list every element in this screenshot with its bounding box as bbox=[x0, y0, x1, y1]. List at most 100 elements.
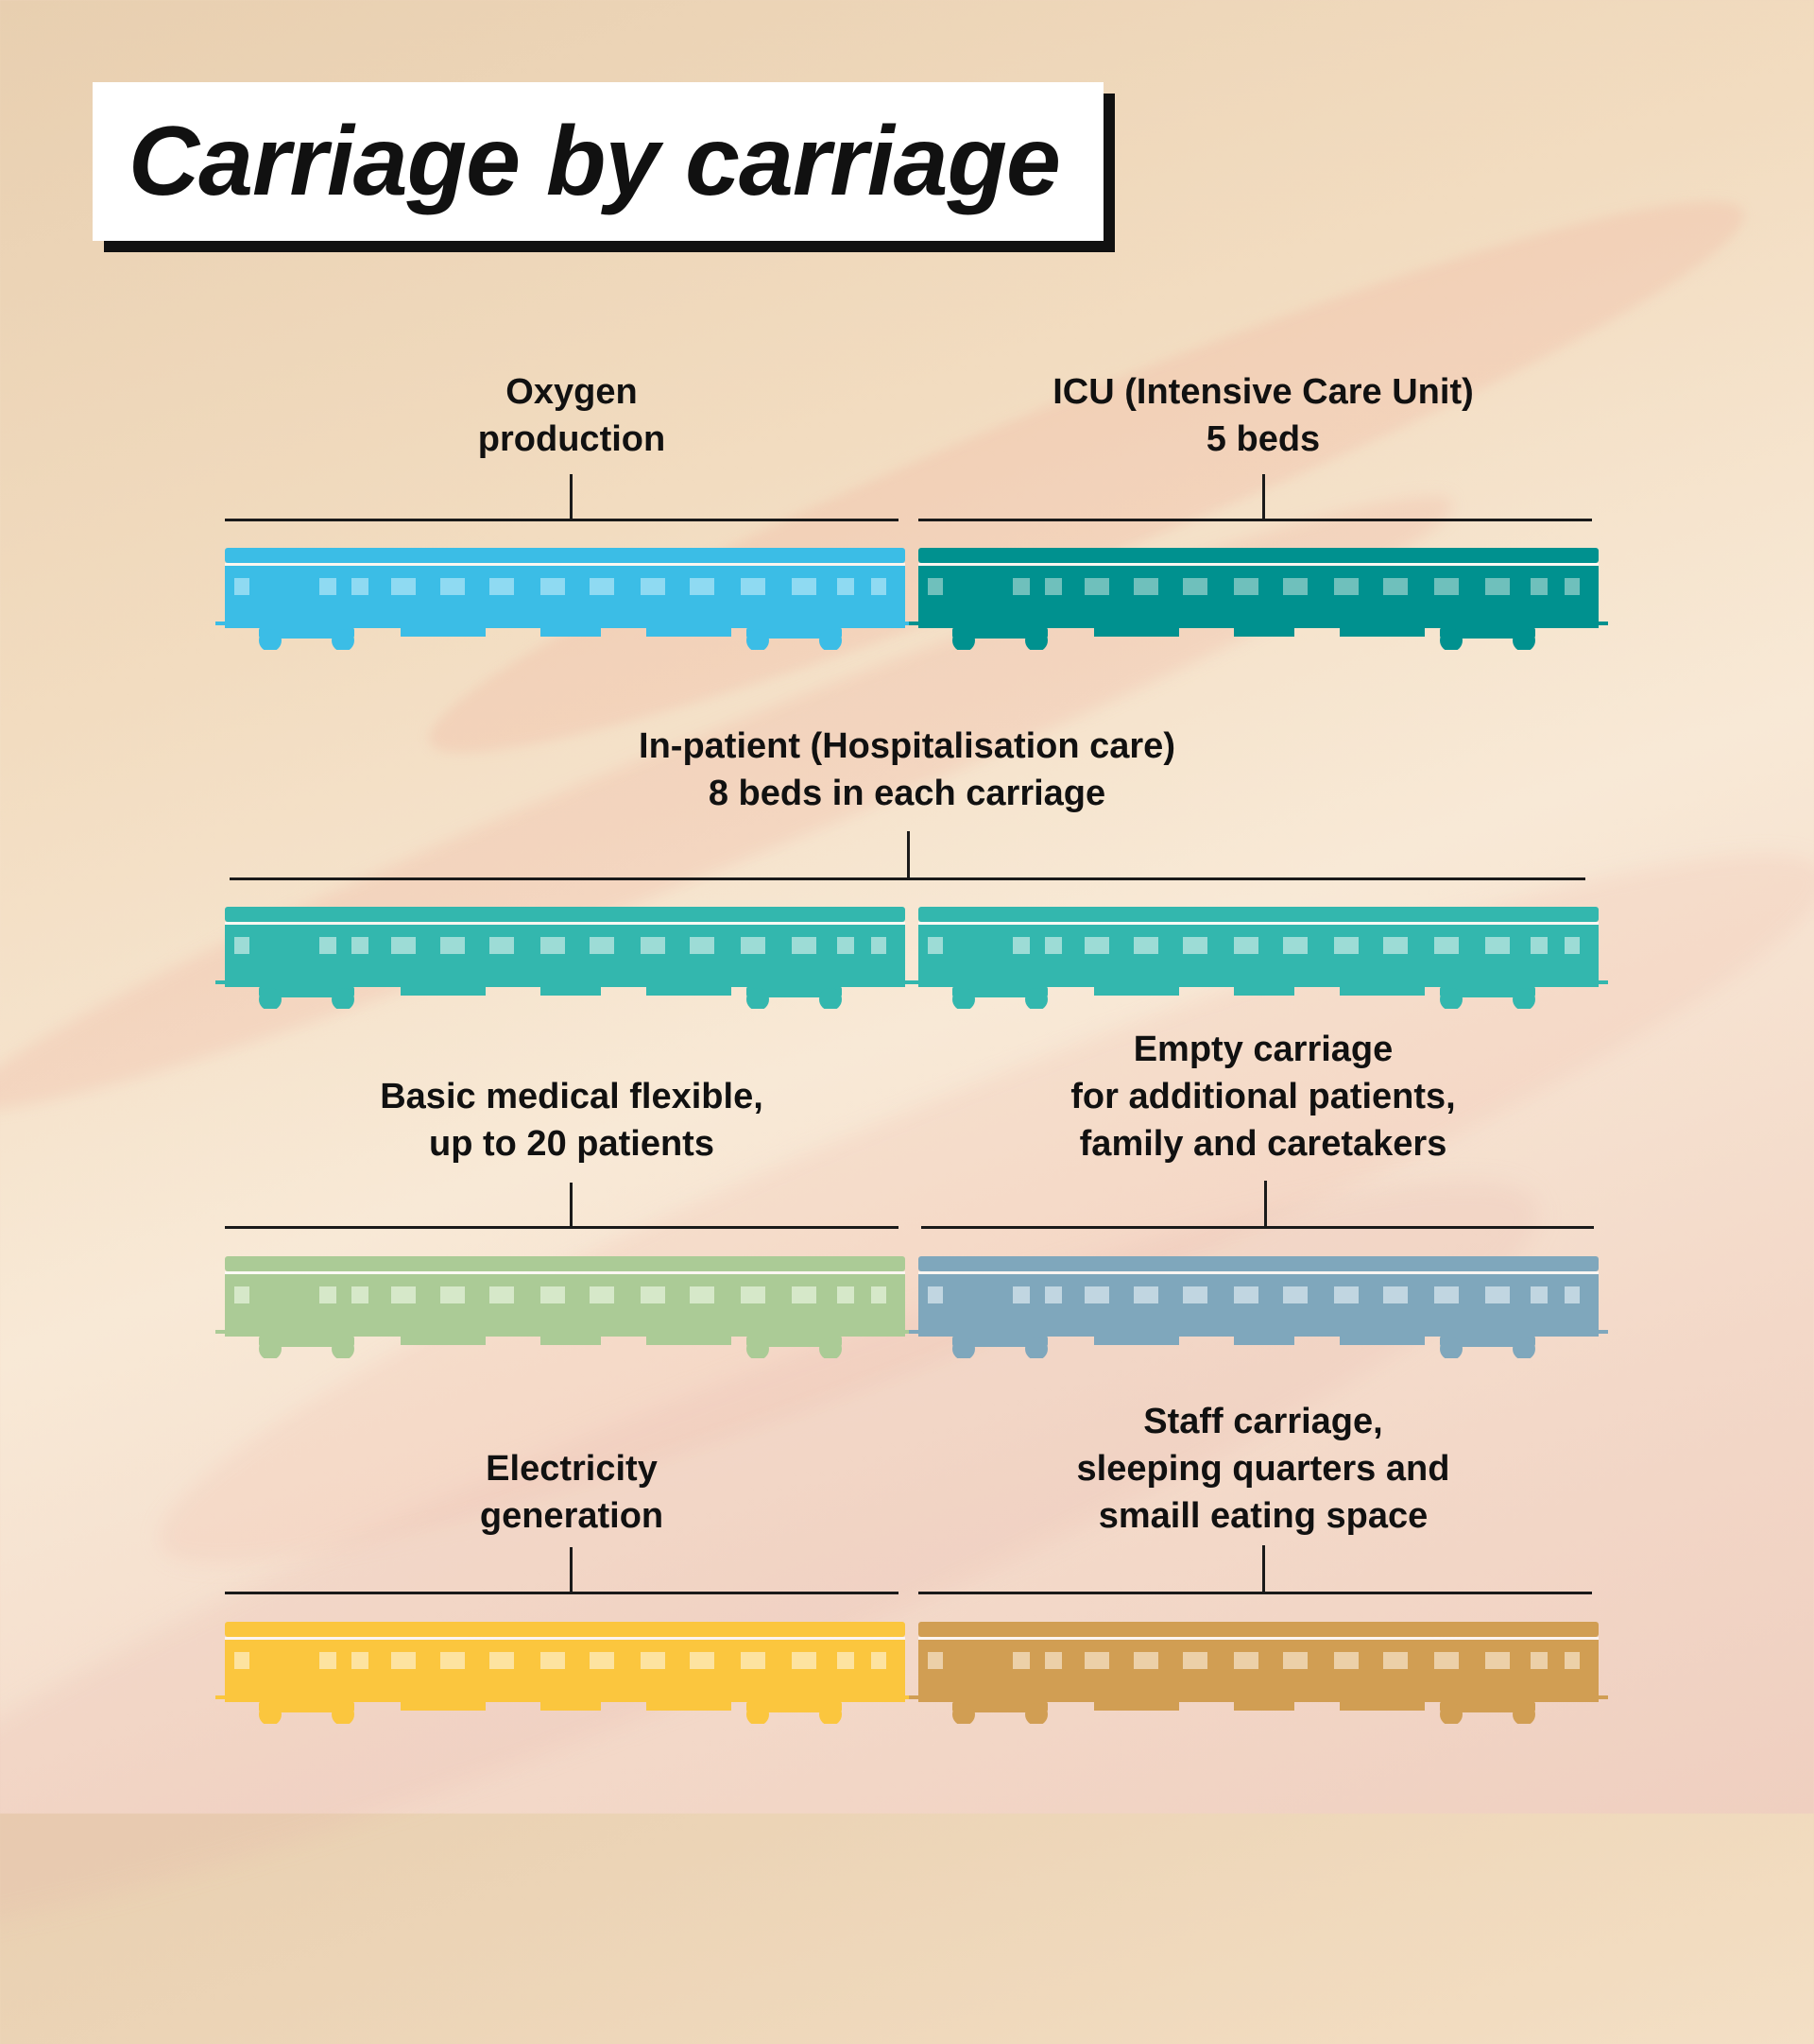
carriage-window bbox=[741, 1286, 765, 1303]
bogie-frame bbox=[746, 627, 842, 639]
carriage-window bbox=[1383, 1652, 1408, 1669]
carriage-window bbox=[1134, 1286, 1158, 1303]
carriage-window bbox=[690, 937, 714, 954]
label-line: family and caretakers bbox=[1079, 1124, 1447, 1164]
carriage-window bbox=[1283, 578, 1308, 595]
carriage-window bbox=[540, 1286, 565, 1303]
tick-oxygen bbox=[570, 474, 573, 520]
coupler bbox=[899, 1695, 915, 1699]
underframe-skirt bbox=[1234, 1336, 1294, 1345]
carriage-body bbox=[225, 566, 905, 628]
coupler bbox=[215, 1330, 231, 1334]
carriage-window bbox=[540, 937, 565, 954]
carriage-stripe bbox=[918, 1637, 1599, 1640]
carriage-window bbox=[1485, 1652, 1510, 1669]
carriage-window bbox=[1045, 1652, 1062, 1669]
wheel bbox=[1025, 1337, 1048, 1358]
wheel bbox=[1513, 1703, 1535, 1724]
label-line: 5 beds bbox=[1206, 419, 1321, 459]
carriage-window bbox=[1183, 578, 1207, 595]
carriage-window bbox=[234, 1652, 249, 1669]
carriage-window bbox=[540, 1652, 565, 1669]
carriage-window bbox=[1045, 578, 1062, 595]
carriage-window bbox=[690, 1652, 714, 1669]
wheel bbox=[1440, 629, 1463, 650]
carriage-window bbox=[489, 578, 514, 595]
carriage-window bbox=[792, 1652, 816, 1669]
carriage-window bbox=[928, 937, 943, 954]
label-line: smaill eating space bbox=[1098, 1496, 1429, 1536]
carriage-window bbox=[590, 1652, 614, 1669]
coupler bbox=[909, 980, 924, 984]
bracket-oxygen bbox=[225, 519, 898, 521]
carriage-window bbox=[489, 1652, 514, 1669]
carriage-window bbox=[440, 578, 465, 595]
wheel bbox=[1025, 629, 1048, 650]
carriage-window bbox=[351, 1652, 368, 1669]
underframe-skirt bbox=[401, 1336, 486, 1345]
carriage-stripe bbox=[225, 563, 905, 566]
carriage-window bbox=[1383, 578, 1408, 595]
carriage-window bbox=[1234, 1652, 1258, 1669]
title-box: Carriage by carriage bbox=[93, 82, 1104, 241]
bogie-frame bbox=[746, 1336, 842, 1347]
carriage-window bbox=[1531, 1652, 1548, 1669]
bogie-frame bbox=[952, 1701, 1048, 1712]
carriage-roof bbox=[225, 1256, 905, 1271]
underframe-skirt bbox=[540, 986, 601, 996]
carriage-window bbox=[391, 1652, 416, 1669]
carriage-window bbox=[1045, 1286, 1062, 1303]
carriage-window bbox=[871, 578, 886, 595]
wheel bbox=[332, 988, 354, 1009]
carriage-window bbox=[1434, 578, 1459, 595]
wheel bbox=[259, 629, 282, 650]
carriage-window bbox=[1045, 937, 1062, 954]
carriage-window bbox=[690, 1286, 714, 1303]
carriage-window bbox=[391, 937, 416, 954]
coupler bbox=[909, 1330, 924, 1334]
carriage-window bbox=[792, 937, 816, 954]
wheel bbox=[259, 1337, 282, 1358]
carriage-window bbox=[351, 1286, 368, 1303]
carriage-window bbox=[489, 1286, 514, 1303]
coupler bbox=[899, 980, 915, 984]
carriage-window bbox=[1565, 1286, 1580, 1303]
carriage-roof bbox=[225, 548, 905, 563]
coupler bbox=[1593, 622, 1608, 625]
carriage-window bbox=[1531, 578, 1548, 595]
carriage-window bbox=[234, 937, 249, 954]
underframe-skirt bbox=[1340, 1701, 1425, 1711]
carriage-window bbox=[1434, 1652, 1459, 1669]
carriage-window bbox=[1013, 578, 1030, 595]
coupler bbox=[215, 980, 231, 984]
carriage-body bbox=[918, 925, 1599, 987]
carriage-window bbox=[319, 578, 336, 595]
label-icu: ICU (Intensive Care Unit) 5 beds bbox=[980, 368, 1547, 463]
carriage-window bbox=[1134, 578, 1158, 595]
label-line: for additional patients, bbox=[1070, 1077, 1456, 1116]
carriage-body bbox=[918, 1640, 1599, 1702]
carriage-window bbox=[871, 1286, 886, 1303]
carriage-window bbox=[792, 578, 816, 595]
carriage-window bbox=[590, 937, 614, 954]
carriage-window bbox=[1234, 937, 1258, 954]
carriage-window bbox=[1434, 1286, 1459, 1303]
label-line: sleeping quarters and bbox=[1076, 1449, 1450, 1489]
carriage-window bbox=[1013, 1286, 1030, 1303]
bogie-frame bbox=[952, 986, 1048, 997]
wheel bbox=[332, 1337, 354, 1358]
carriage-window bbox=[234, 1286, 249, 1303]
coupler bbox=[1593, 1330, 1608, 1334]
carriage-body bbox=[225, 1640, 905, 1702]
label-line: 8 beds in each carriage bbox=[708, 774, 1106, 813]
underframe-skirt bbox=[540, 627, 601, 637]
carriage-window bbox=[1134, 1652, 1158, 1669]
bogie-frame bbox=[1440, 986, 1535, 997]
label-oxygen: Oxygen production bbox=[288, 368, 855, 463]
bogie-frame bbox=[259, 986, 354, 997]
carriage-window bbox=[871, 1652, 886, 1669]
carriage-window bbox=[440, 1286, 465, 1303]
underframe-skirt bbox=[1340, 986, 1425, 996]
carriage-window bbox=[1334, 937, 1359, 954]
bogie-frame bbox=[1440, 1336, 1535, 1347]
